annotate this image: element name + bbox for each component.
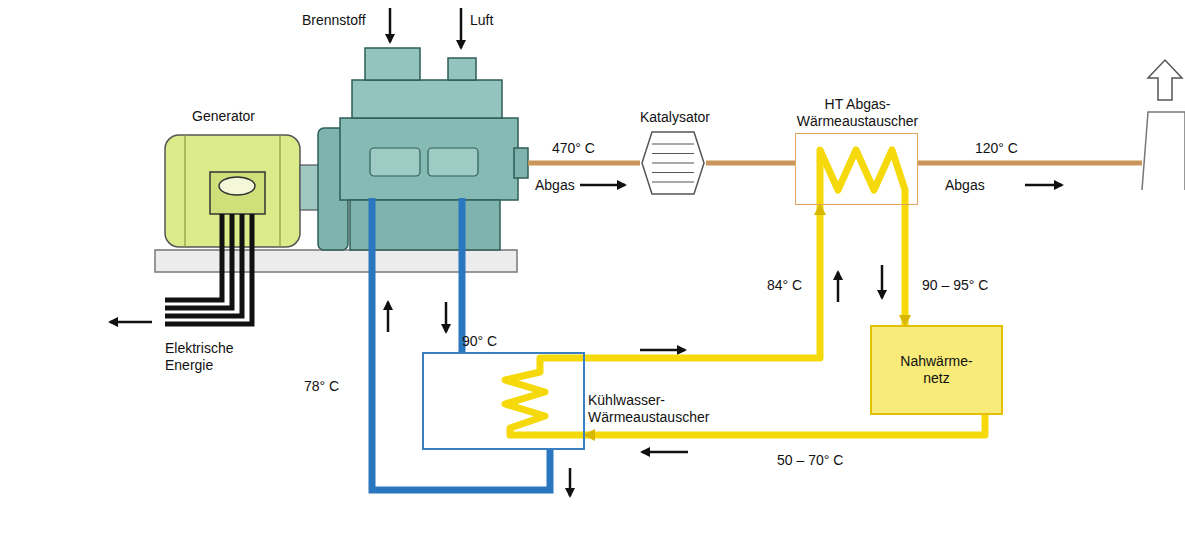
exhaust-pipe (528, 161, 640, 166)
engine-detail (370, 148, 420, 176)
catalyst: Katalysator (640, 130, 706, 196)
heating-network-box: Nahwärme-netz (870, 325, 1003, 415)
fuel-arrow (389, 8, 392, 42)
flow-arrow (837, 272, 840, 302)
engine-block (340, 118, 518, 200)
node-text: Kühlwasser-Wärmeaustauscher (588, 392, 718, 426)
engine-detail (428, 148, 478, 176)
heat-exchanger-box: HT Abgas-Wärmeaustauscher (795, 133, 918, 205)
flow-arrow (445, 302, 448, 332)
text-label: Generator (192, 108, 255, 125)
temperature-label: 90 – 95° C (920, 277, 990, 294)
text-label: 470° C (552, 140, 595, 157)
terminal-window (219, 177, 255, 195)
power-wire (165, 214, 232, 308)
node-text: Katalysator (640, 109, 710, 126)
generator-rib (184, 135, 185, 247)
chimney-arrow (1148, 60, 1182, 100)
power-wire (165, 214, 252, 324)
temperature-label: 50 – 70° C (775, 452, 845, 469)
flow-arrow (569, 468, 572, 496)
coolant-pipe (459, 198, 466, 352)
temperature-label: 84° C (765, 277, 804, 294)
heating-pipe (902, 205, 909, 325)
text-label: 120° C (975, 140, 1018, 157)
power-wire (165, 214, 222, 300)
text-label: 78° C (304, 378, 339, 395)
flow-arrow (387, 302, 390, 332)
flow-arrow (580, 184, 625, 187)
text-label: Brennstoff (302, 12, 366, 29)
heat-exchanger-box: Kühlwasser-Wärmeaustauscher (422, 352, 585, 450)
chimney (1142, 112, 1185, 190)
heat-coil (820, 150, 905, 205)
generator-rib (279, 135, 280, 247)
node-text: Nahwärme-netz (897, 353, 977, 387)
flow-arrow (881, 265, 884, 298)
terminal-box (210, 172, 265, 214)
text-label: Abgas (535, 177, 575, 194)
text-label: 90° C (462, 333, 497, 350)
exhaust-outlet (514, 148, 528, 178)
engine-head (352, 80, 502, 118)
flow-arrow (642, 451, 688, 454)
flow-arrow (640, 349, 685, 352)
power-wire (165, 214, 242, 316)
flow-arrow (1025, 184, 1062, 187)
text-label: Elektrische Energie (165, 340, 245, 374)
heat-coil (505, 358, 585, 435)
heating-pipe (585, 205, 820, 358)
exhaust-pipe (918, 161, 1142, 166)
air-arrow (460, 8, 463, 48)
catalyst-shape (640, 130, 706, 196)
engine-filter (448, 58, 476, 80)
text-label: Luft (470, 12, 493, 29)
power-arrow (110, 321, 152, 324)
exhaust-pipe (706, 161, 795, 166)
coolant-pipe (372, 198, 550, 490)
engine-top-part (365, 48, 420, 80)
node-text: HT Abgas-Wärmeaustauscher (795, 96, 920, 130)
text-label: Abgas (945, 177, 985, 194)
